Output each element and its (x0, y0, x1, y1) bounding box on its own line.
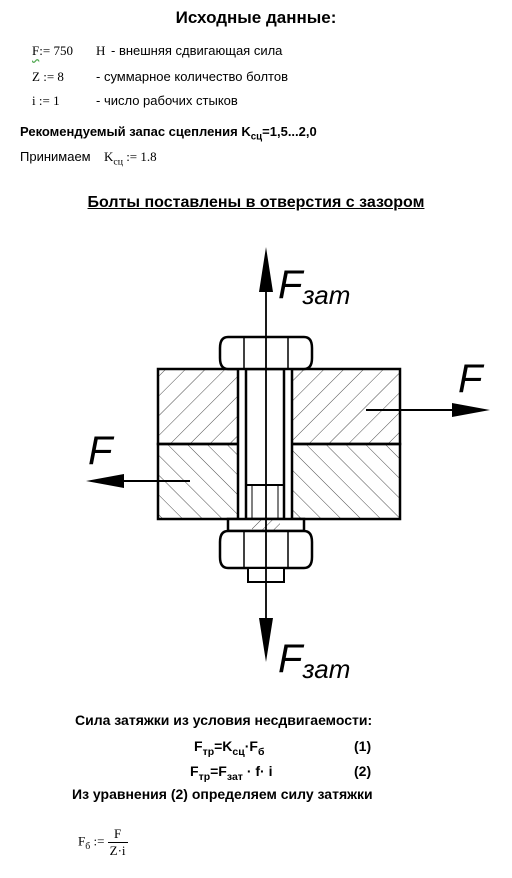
equation-1-number: (1) (354, 738, 372, 754)
force-desc: - внешняя сдвигающая сила (111, 43, 283, 58)
section-title: Болты поставлены в отверстия с зазором (87, 194, 425, 211)
recommend-text: Рекомендуемый запас сцепления K (20, 124, 251, 139)
equation-2: Fтр=Fзат · f· i (190, 763, 273, 783)
fb-symbol: F (78, 833, 86, 849)
k-sub: сц (113, 156, 123, 168)
upper-plate (156, 367, 402, 446)
force-symbol: F (32, 43, 40, 58)
force-assignment: F:= 750 (32, 43, 73, 59)
force-unit: Н (96, 43, 106, 58)
assign-op: := (43, 69, 55, 84)
assign-op: := (39, 43, 51, 58)
accept-label: Принимаем (20, 149, 91, 164)
f-top-label: Fзат (278, 263, 350, 310)
assign-op: := (93, 833, 105, 849)
fb-sub: б (85, 841, 91, 853)
f-right-label: F (458, 357, 485, 401)
fb-denominator: Z·i (109, 843, 126, 858)
bolts-assignment: Z := 8 (32, 69, 64, 85)
assign-op: := (38, 93, 50, 108)
assign-op: := (126, 149, 138, 164)
k-value: 1.8 (140, 149, 157, 164)
f-left-label: F (88, 429, 115, 473)
joints-value: 1 (53, 93, 60, 108)
force-value: 750 (53, 43, 73, 58)
bolted-joint-diagram: Fзат F F Fзат (86, 247, 490, 684)
arrow-up-icon (259, 247, 273, 292)
clamp-title: Сила затяжки из условия несдвигаемости: (75, 712, 373, 728)
recommend-sub: сц (250, 131, 263, 143)
equation-1: Fтр=Kсц·Fб (194, 738, 265, 758)
page-title: Исходные данные: (175, 8, 337, 27)
bolt-shank (244, 367, 286, 521)
fb-numerator: F (107, 826, 128, 843)
k-symbol: K (104, 149, 114, 164)
joints-desc: - число рабочих стыков (96, 93, 238, 108)
recommend-range: =1,5...2,0 (262, 124, 317, 139)
bolts-desc: - суммарное количество болтов (96, 69, 288, 84)
arrow-left-icon (86, 474, 124, 488)
joints-symbol: i (32, 93, 36, 108)
arrow-down-icon (259, 618, 273, 662)
from-equation-text: Из уравнения (2) определяем силу затяжки (72, 786, 373, 802)
f-bottom-label: Fзат (278, 637, 350, 684)
recommend-line: Рекомендуемый запас сцепления Kсц=1,5...… (20, 124, 317, 143)
bolts-symbol: Z (32, 69, 40, 84)
bolts-value: 8 (57, 69, 64, 84)
joints-assignment: i := 1 (32, 93, 60, 109)
accept-assignment: Kсц := 1.8 (104, 149, 157, 168)
equation-2-number: (2) (354, 763, 372, 779)
arrow-right-icon (452, 403, 490, 417)
